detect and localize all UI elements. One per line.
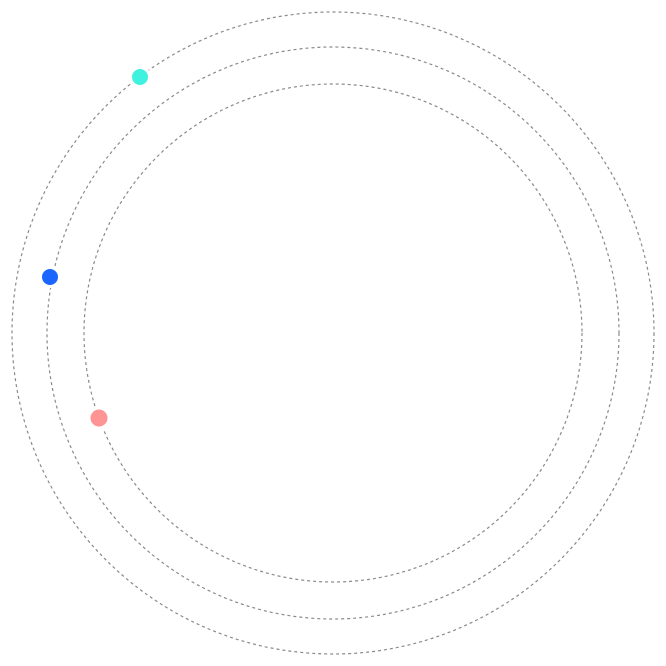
outer-orbit-ring	[11, 11, 655, 655]
inner-orbit-planet	[87, 406, 111, 430]
middle-orbit-ring	[46, 46, 620, 620]
outer-orbit-planet	[129, 66, 151, 88]
inner-orbit-ring	[83, 83, 583, 583]
middle-orbit-planet	[39, 266, 61, 288]
